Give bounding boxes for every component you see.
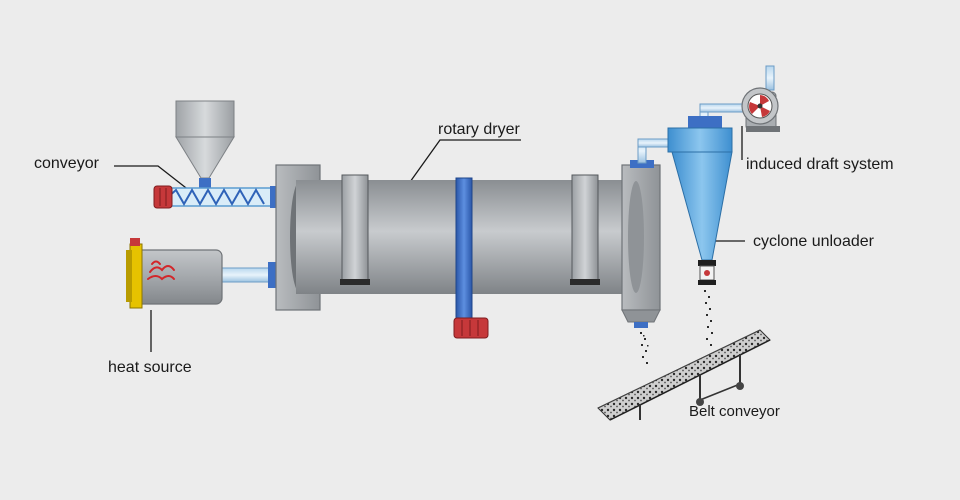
label-induced-draft-system: induced draft system — [746, 156, 894, 173]
screw-conveyor — [153, 185, 277, 209]
fan-icon — [747, 93, 773, 119]
drive-column — [453, 177, 489, 339]
exhaust-ducting — [637, 65, 775, 164]
leader-conveyor — [114, 165, 191, 192]
label-belt-conveyor: Belt conveyor — [689, 403, 780, 420]
label-heat-source: heat source — [108, 359, 192, 376]
label-conveyor: conveyor — [34, 155, 99, 172]
falling-material — [640, 290, 713, 364]
induced-draft-fan — [741, 87, 780, 132]
label-rotary-dryer: rotary dryer — [438, 121, 520, 138]
cyclone-unloader — [667, 116, 733, 285]
feed-hopper — [175, 100, 235, 188]
belt-conveyor-machine — [597, 329, 771, 421]
heat-source-unit — [126, 238, 276, 309]
leader-rotary-dryer — [409, 139, 521, 183]
label-cyclone-unloader: cyclone unloader — [753, 233, 874, 250]
flame-icon — [147, 260, 175, 281]
leader-lines — [114, 126, 745, 352]
